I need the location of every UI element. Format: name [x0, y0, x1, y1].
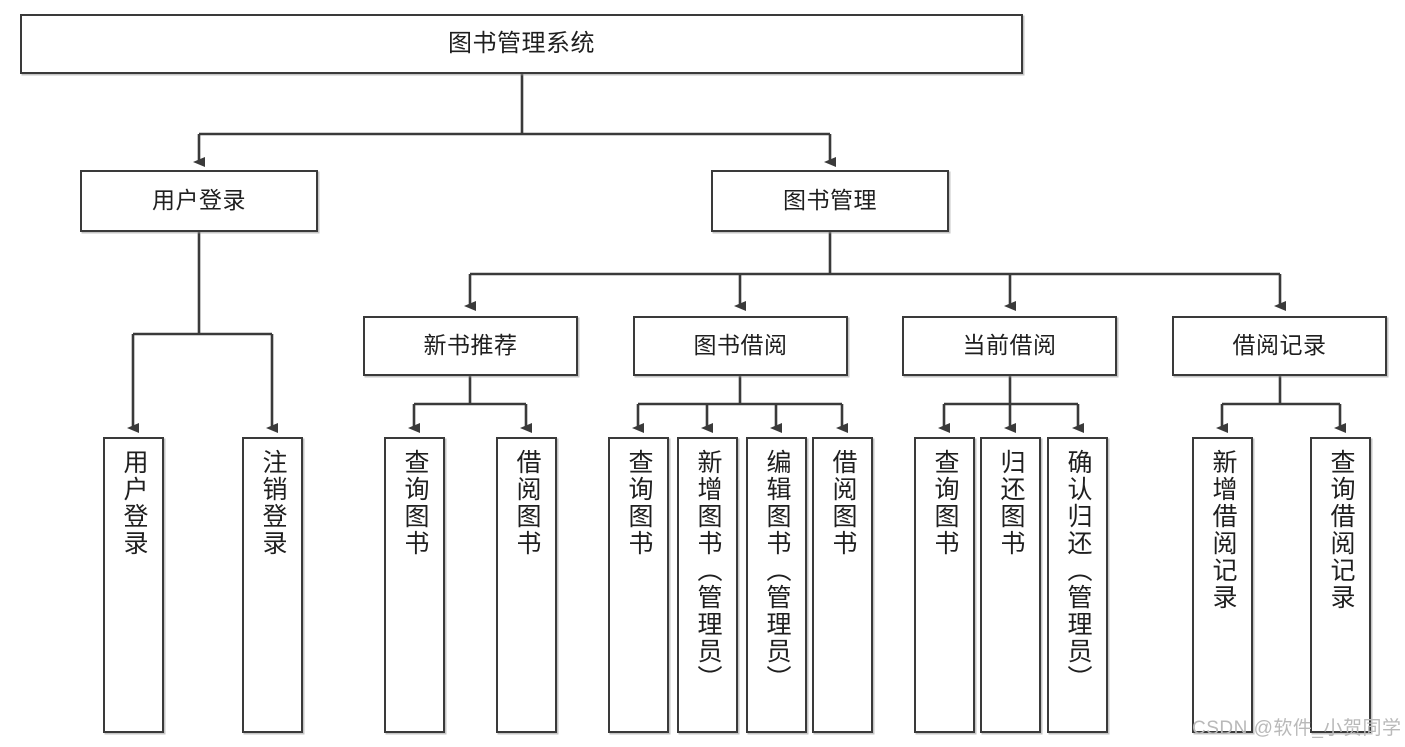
leaf-borrow-book-2[interactable]: 借阅图书: [812, 437, 873, 733]
node-label: 查询借阅记录: [1327, 449, 1355, 611]
leaf-query-book-2[interactable]: 查询图书: [608, 437, 669, 733]
node-label: 查询图书: [625, 449, 653, 557]
node-label: 新增借阅记录: [1209, 449, 1237, 611]
node-label: 新书推荐: [423, 332, 518, 359]
node-label: 图书管理: [783, 187, 877, 214]
leaf-query-record[interactable]: 查询借阅记录: [1310, 437, 1371, 733]
node-root-system[interactable]: 图书管理系统: [20, 14, 1023, 74]
leaf-logout-login[interactable]: 注销登录: [242, 437, 303, 733]
leaf-borrow-book-1[interactable]: 借阅图书: [496, 437, 557, 733]
leaf-query-book-3[interactable]: 查询图书: [914, 437, 975, 733]
node-label: 查询图书: [931, 449, 959, 557]
node-label: 借阅图书: [829, 449, 857, 557]
node-label: 确认归还（管理员）: [1064, 449, 1092, 692]
node-label: 图书管理系统: [448, 29, 595, 57]
node-label: 用户登录: [152, 187, 246, 214]
leaf-add-record[interactable]: 新增借阅记录: [1192, 437, 1253, 733]
node-label: 新增图书（管理员）: [694, 449, 722, 692]
node-label: 借阅图书: [513, 449, 541, 557]
node-label: 图书借阅: [693, 332, 788, 359]
node-borrow-record[interactable]: 借阅记录: [1172, 316, 1387, 376]
leaf-query-book-1[interactable]: 查询图书: [384, 437, 445, 733]
node-user-login[interactable]: 用户登录: [80, 170, 318, 232]
leaf-return-book[interactable]: 归还图书: [980, 437, 1041, 733]
leaf-edit-book[interactable]: 编辑图书（管理员）: [746, 437, 807, 733]
node-label: 用户登录: [120, 449, 148, 557]
node-new-book-recommend[interactable]: 新书推荐: [363, 316, 578, 376]
node-label: 注销登录: [259, 449, 287, 557]
leaf-user-login[interactable]: 用户登录: [103, 437, 164, 733]
node-book-borrow[interactable]: 图书借阅: [633, 316, 848, 376]
leaf-add-book[interactable]: 新增图书（管理员）: [677, 437, 738, 733]
node-label: 编辑图书（管理员）: [763, 449, 791, 692]
node-label: 查询图书: [401, 449, 429, 557]
node-current-borrow[interactable]: 当前借阅: [902, 316, 1117, 376]
node-label: 归还图书: [997, 449, 1025, 557]
node-label: 当前借阅: [962, 332, 1057, 359]
leaf-confirm-return[interactable]: 确认归还（管理员）: [1047, 437, 1108, 733]
node-label: 借阅记录: [1232, 332, 1327, 359]
node-book-manage[interactable]: 图书管理: [711, 170, 949, 232]
